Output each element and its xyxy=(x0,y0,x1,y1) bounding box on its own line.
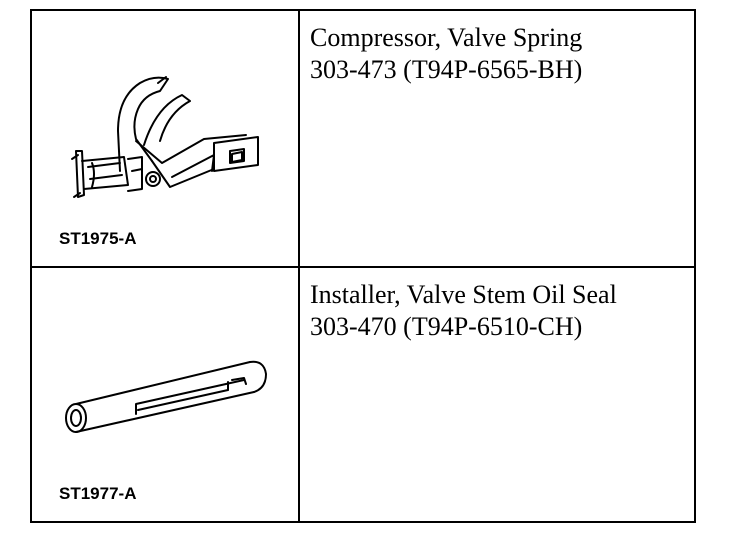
illustration-code: ST1977-A xyxy=(59,484,137,503)
tool-illustration-cell: ST1977-A xyxy=(32,268,300,521)
illustration-code: ST1975-A xyxy=(59,229,137,248)
tool-illustration-cell: ST1975-A xyxy=(32,11,300,266)
special-tools-table: ST1975-A Compressor, Valve Spring 303-47… xyxy=(30,9,696,523)
tool-description-cell: Compressor, Valve Spring 303-473 (T94P-6… xyxy=(300,11,694,266)
tool-name: Compressor, Valve Spring xyxy=(310,23,583,52)
tool-row: ST1975-A Compressor, Valve Spring 303-47… xyxy=(32,11,694,268)
tool-description-cell: Installer, Valve Stem Oil Seal 303-470 (… xyxy=(300,268,694,521)
tool-number: 303-470 (T94P-6510-CH) xyxy=(310,312,583,341)
tool-name: Installer, Valve Stem Oil Seal xyxy=(310,280,617,309)
tool-row: ST1977-A Installer, Valve Stem Oil Seal … xyxy=(32,268,694,521)
valve-spring-compressor-icon xyxy=(71,76,259,198)
tool-number: 303-473 (T94P-6565-BH) xyxy=(310,55,583,84)
valve-stem-oil-seal-installer-icon xyxy=(65,360,267,433)
